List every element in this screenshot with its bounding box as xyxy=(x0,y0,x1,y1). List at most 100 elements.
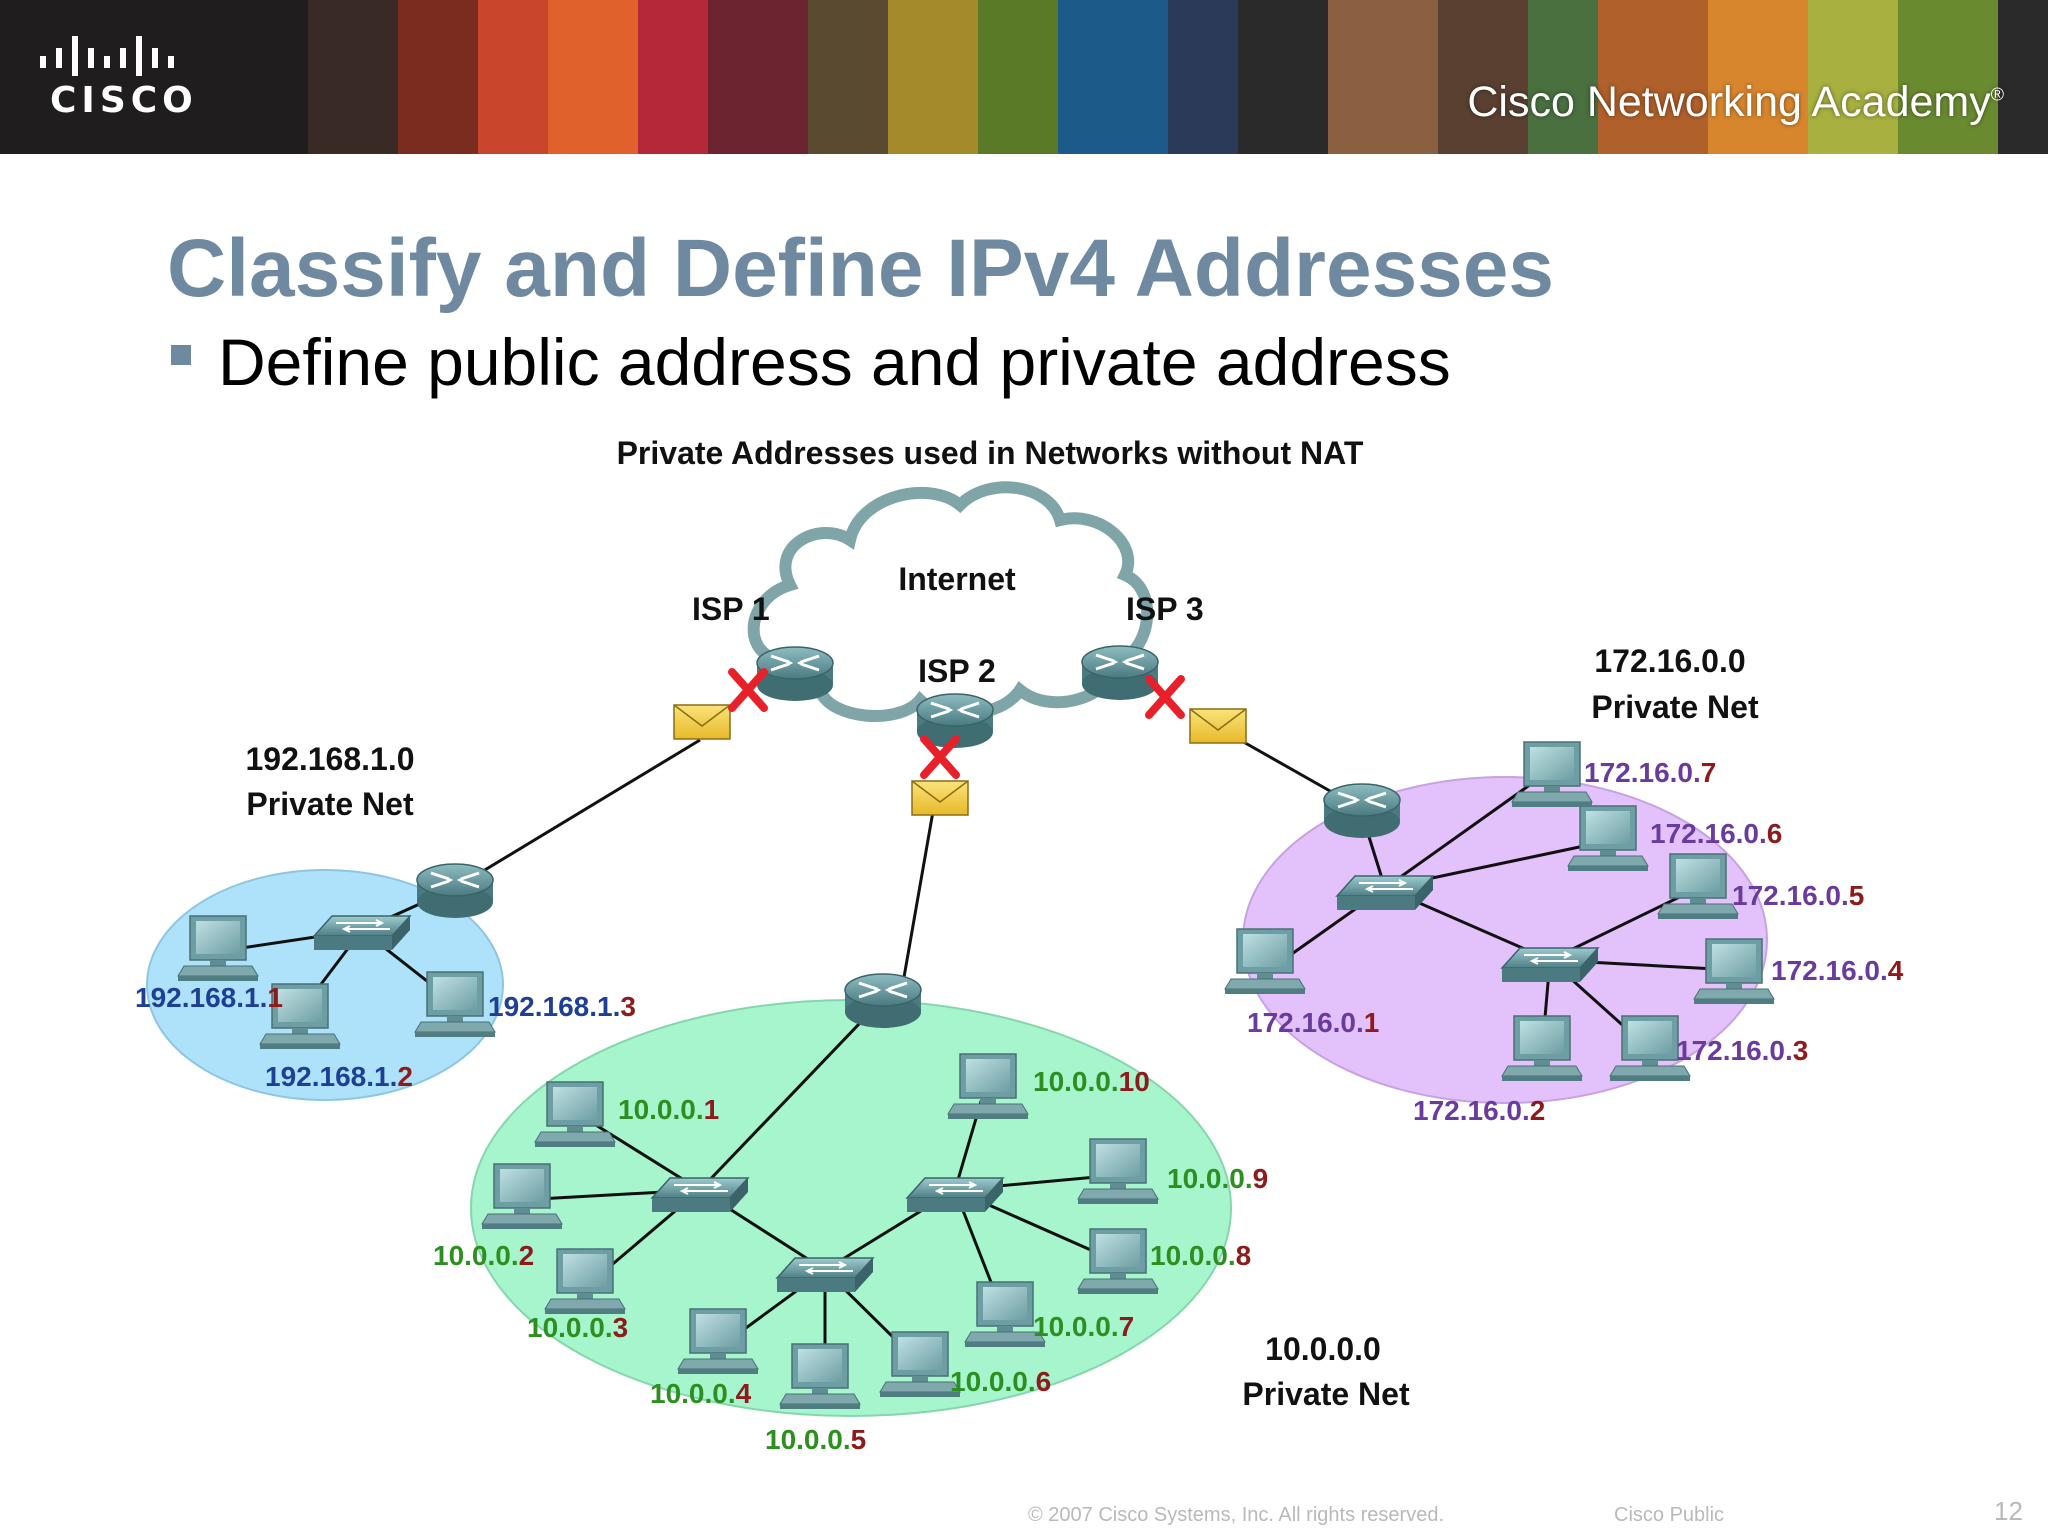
net2-switch-c-icon xyxy=(906,1177,1004,1213)
host-label: 172.16.0.2 xyxy=(1413,1095,1545,1126)
pc-icon xyxy=(544,1248,626,1315)
photo-strip xyxy=(1598,0,1708,154)
pc-icon xyxy=(414,971,496,1038)
host-label: 172.16.0.5 xyxy=(1732,880,1864,911)
net2-address: 10.0.0.0 xyxy=(1265,1331,1381,1367)
pc-icon xyxy=(1693,938,1775,1005)
host-suffix: 10 xyxy=(1119,1066,1150,1097)
host-prefix: 10.0.0. xyxy=(650,1378,736,1409)
photo-strip xyxy=(1898,0,1998,154)
host-prefix: 172.16.0. xyxy=(1676,1035,1793,1066)
host-label: 172.16.0.3 xyxy=(1676,1035,1808,1066)
net3-switch-b-icon xyxy=(1501,947,1599,983)
bullet-square-icon xyxy=(171,345,191,365)
photo-strip xyxy=(978,0,1058,154)
blocked-x-icon xyxy=(1149,679,1181,715)
photo-strip xyxy=(1438,0,1528,154)
net3-address: 172.16.0.0 xyxy=(1594,643,1745,679)
logo-text: CISCO xyxy=(50,80,198,121)
registered-mark: ® xyxy=(1990,84,2004,105)
photo-strip xyxy=(1998,0,2048,154)
envelope-icon xyxy=(1189,708,1247,744)
slide-title: Classify and Define IPv4 Addresses xyxy=(167,223,1554,314)
pc-icon xyxy=(779,1343,861,1410)
isp1-router-icon xyxy=(755,645,835,703)
host-prefix: 172.16.0. xyxy=(1247,1007,1364,1038)
pc-icon xyxy=(1567,805,1649,872)
host-suffix: 4 xyxy=(1888,955,1904,986)
host-prefix: 172.16.0. xyxy=(1584,757,1701,788)
host-suffix: 1 xyxy=(704,1094,720,1125)
host-suffix: 6 xyxy=(1036,1366,1052,1397)
host-prefix: 192.168.1. xyxy=(135,982,267,1013)
host-suffix: 2 xyxy=(1530,1095,1546,1126)
net1-router-icon xyxy=(415,862,495,920)
host-label: 192.168.1.3 xyxy=(488,991,636,1022)
pc-icon xyxy=(1224,928,1306,995)
host-prefix: 172.16.0. xyxy=(1732,880,1849,911)
photo-strip xyxy=(478,0,548,154)
host-prefix: 192.168.1. xyxy=(265,1061,397,1092)
host-prefix: 172.16.0. xyxy=(1771,955,1888,986)
photo-strip xyxy=(888,0,978,154)
network-area-10 xyxy=(470,999,1232,1417)
net3-router-icon xyxy=(1322,782,1402,840)
host-label: 10.0.0.6 xyxy=(950,1366,1051,1397)
pc-icon xyxy=(1077,1138,1159,1205)
host-label: 172.16.0.7 xyxy=(1584,757,1716,788)
pc-icon xyxy=(1657,853,1739,920)
photo-strip xyxy=(708,0,808,154)
host-label: 172.16.0.4 xyxy=(1771,955,1904,986)
net2-switch-b-icon xyxy=(776,1257,874,1293)
photo-strip xyxy=(1528,0,1598,154)
academy-text: Cisco Networking Academy xyxy=(1467,78,1991,126)
photo-strip xyxy=(638,0,708,154)
isp3-router-icon xyxy=(1080,644,1160,702)
host-prefix: 172.16.0. xyxy=(1413,1095,1530,1126)
host-prefix: 10.0.0. xyxy=(1033,1311,1119,1342)
pc-icon xyxy=(1077,1228,1159,1295)
pc-icon xyxy=(1511,741,1593,808)
pc-icon xyxy=(879,1331,961,1398)
pc-icon xyxy=(177,915,259,982)
photo-strip xyxy=(808,0,888,154)
host-prefix: 10.0.0. xyxy=(618,1094,704,1125)
photo-strip xyxy=(1708,0,1808,154)
host-suffix: 3 xyxy=(613,1312,629,1343)
host-suffix: 1 xyxy=(267,982,283,1013)
host-prefix: 10.0.0. xyxy=(1033,1066,1119,1097)
host-label: 10.0.0.3 xyxy=(527,1312,628,1343)
host-label: 10.0.0.4 xyxy=(650,1378,752,1409)
photo-strip xyxy=(398,0,478,154)
host-label: 10.0.0.1 xyxy=(618,1094,719,1125)
isp1-label: ISP 1 xyxy=(692,591,770,627)
cloud-icon xyxy=(747,481,1154,722)
host-label: 192.168.1.1 xyxy=(135,982,283,1013)
host-suffix: 2 xyxy=(397,1061,413,1092)
host-suffix: 2 xyxy=(519,1240,535,1271)
host-label: 172.16.0.1 xyxy=(1247,1007,1379,1038)
cisco-logo: CISCO xyxy=(0,0,308,154)
net1-label: Private Net xyxy=(246,786,414,822)
net2-switch-a-icon xyxy=(651,1177,749,1213)
envelope-icon xyxy=(673,704,731,740)
photo-strip xyxy=(1328,0,1438,154)
photo-strip xyxy=(1058,0,1168,154)
host-prefix: 192.168.1. xyxy=(488,991,620,1022)
host-label: 10.0.0.7 xyxy=(1033,1311,1134,1342)
academy-title: Cisco Networking Academy® xyxy=(1467,78,2004,127)
host-suffix: 9 xyxy=(1253,1163,1269,1194)
host-prefix: 10.0.0. xyxy=(950,1366,1036,1397)
host-prefix: 10.0.0. xyxy=(1167,1163,1253,1194)
net3-switch-a-icon xyxy=(1336,875,1434,911)
page-number: 12 xyxy=(1994,1496,2023,1526)
isp2-label: ISP 2 xyxy=(918,653,996,689)
isp3-label: ISP 3 xyxy=(1126,591,1204,627)
host-label: 10.0.0.2 xyxy=(433,1240,534,1271)
photo-strip xyxy=(548,0,638,154)
cloud-label: Internet xyxy=(898,561,1016,597)
host-suffix: 8 xyxy=(1236,1240,1252,1271)
net1-address: 192.168.1.0 xyxy=(245,741,414,777)
host-prefix: 172.16.0. xyxy=(1650,818,1767,849)
